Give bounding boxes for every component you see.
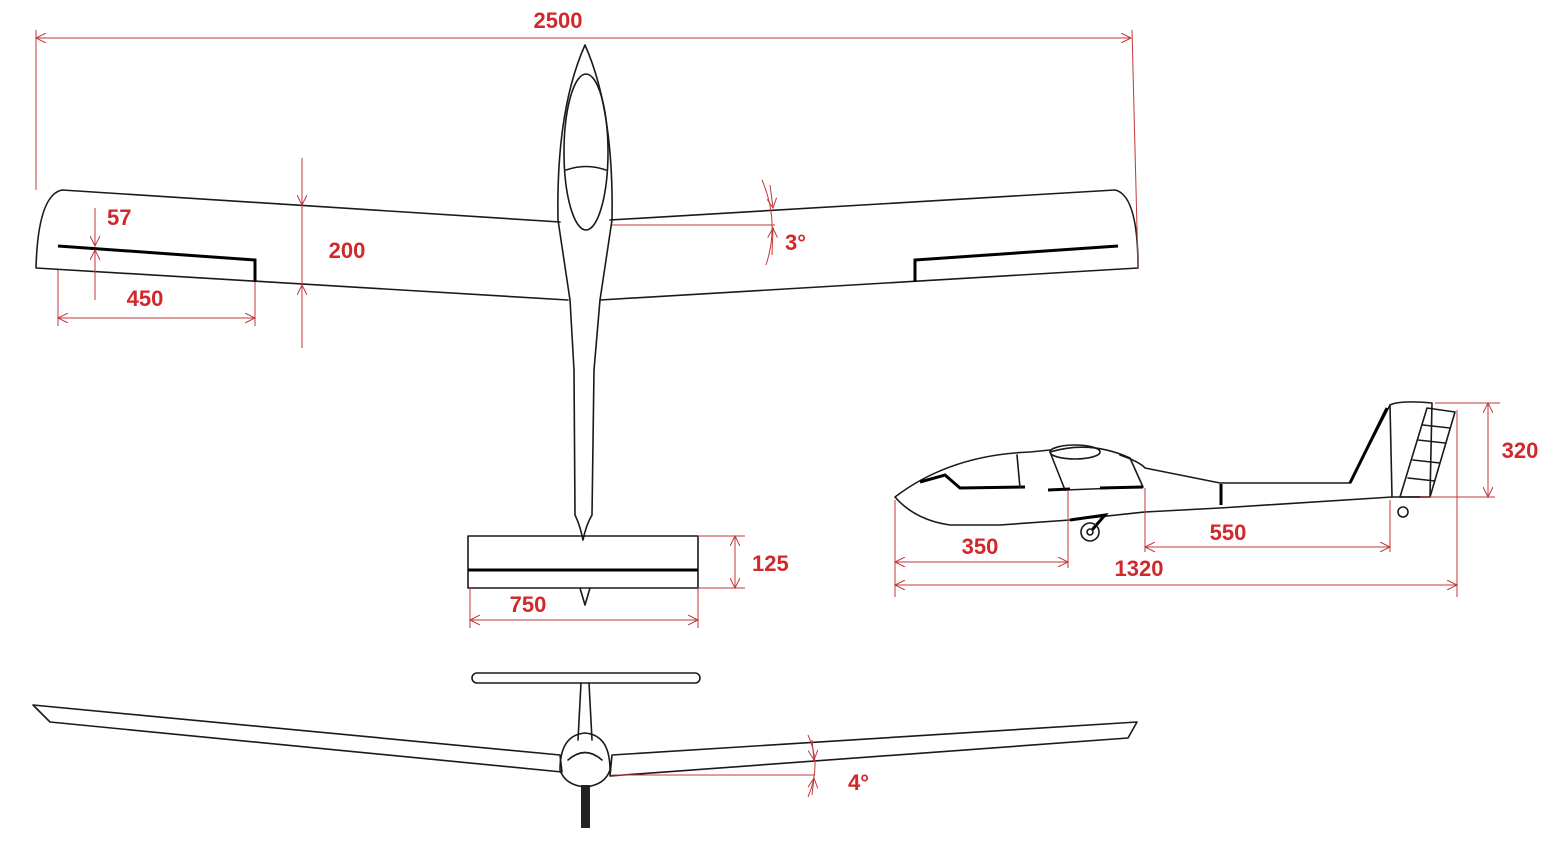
front-fin (577, 682, 593, 741)
front-canopy (567, 751, 603, 761)
landing-gear (1069, 512, 1109, 531)
front-view-dimensions: 4° (612, 734, 869, 798)
wing-chord-label: 200 (329, 238, 366, 263)
left-wing (35, 189, 569, 301)
left-aileron (57, 244, 257, 282)
front-left-wing (32, 704, 563, 773)
front-wheel (581, 785, 590, 828)
wing-to-tail-label: 550 (1210, 520, 1247, 545)
canopy-frame-side (919, 473, 1144, 492)
main-wheel (1080, 522, 1100, 542)
stabilizer-span-label: 750 (510, 592, 547, 617)
overall-length-label: 1320 (1115, 556, 1164, 581)
side-canopy (1049, 446, 1144, 491)
right-wing (599, 189, 1139, 301)
tail-fin-top (579, 587, 591, 606)
right-aileron (913, 244, 1119, 282)
fuselage-top (557, 44, 613, 541)
wingspan-label: 2500 (534, 8, 583, 33)
nose-to-wing-label: 350 (962, 534, 999, 559)
fin-height-label: 320 (1502, 438, 1539, 463)
top-view (35, 44, 1139, 606)
front-stabilizer (471, 672, 701, 684)
canopy-frame (565, 165, 607, 171)
top-view-dimensions: 2500 57 450 200 3° 125 750 (36, 8, 1139, 628)
canopy (563, 73, 609, 231)
dihedral-angle-label: 4° (848, 770, 869, 795)
front-right-wing (609, 721, 1138, 777)
side-fuselage (894, 404, 1393, 526)
front-fuselage (559, 732, 611, 788)
front-view (32, 672, 1138, 828)
stabilizer-chord-label: 125 (752, 551, 789, 576)
sweep-angle-label: 3° (785, 230, 806, 255)
aileron-chord-label: 57 (107, 205, 131, 230)
fin-leading-edge (1348, 407, 1389, 484)
side-view (894, 401, 1456, 542)
horizontal-stabilizer (467, 535, 699, 589)
side-fin (1389, 401, 1433, 498)
tail-wheel (1397, 506, 1409, 518)
wing-root (1049, 444, 1101, 460)
side-view-dimensions: 350 550 1320 320 (895, 403, 1538, 597)
rudder (1399, 407, 1456, 498)
aileron-length-label: 450 (127, 286, 164, 311)
